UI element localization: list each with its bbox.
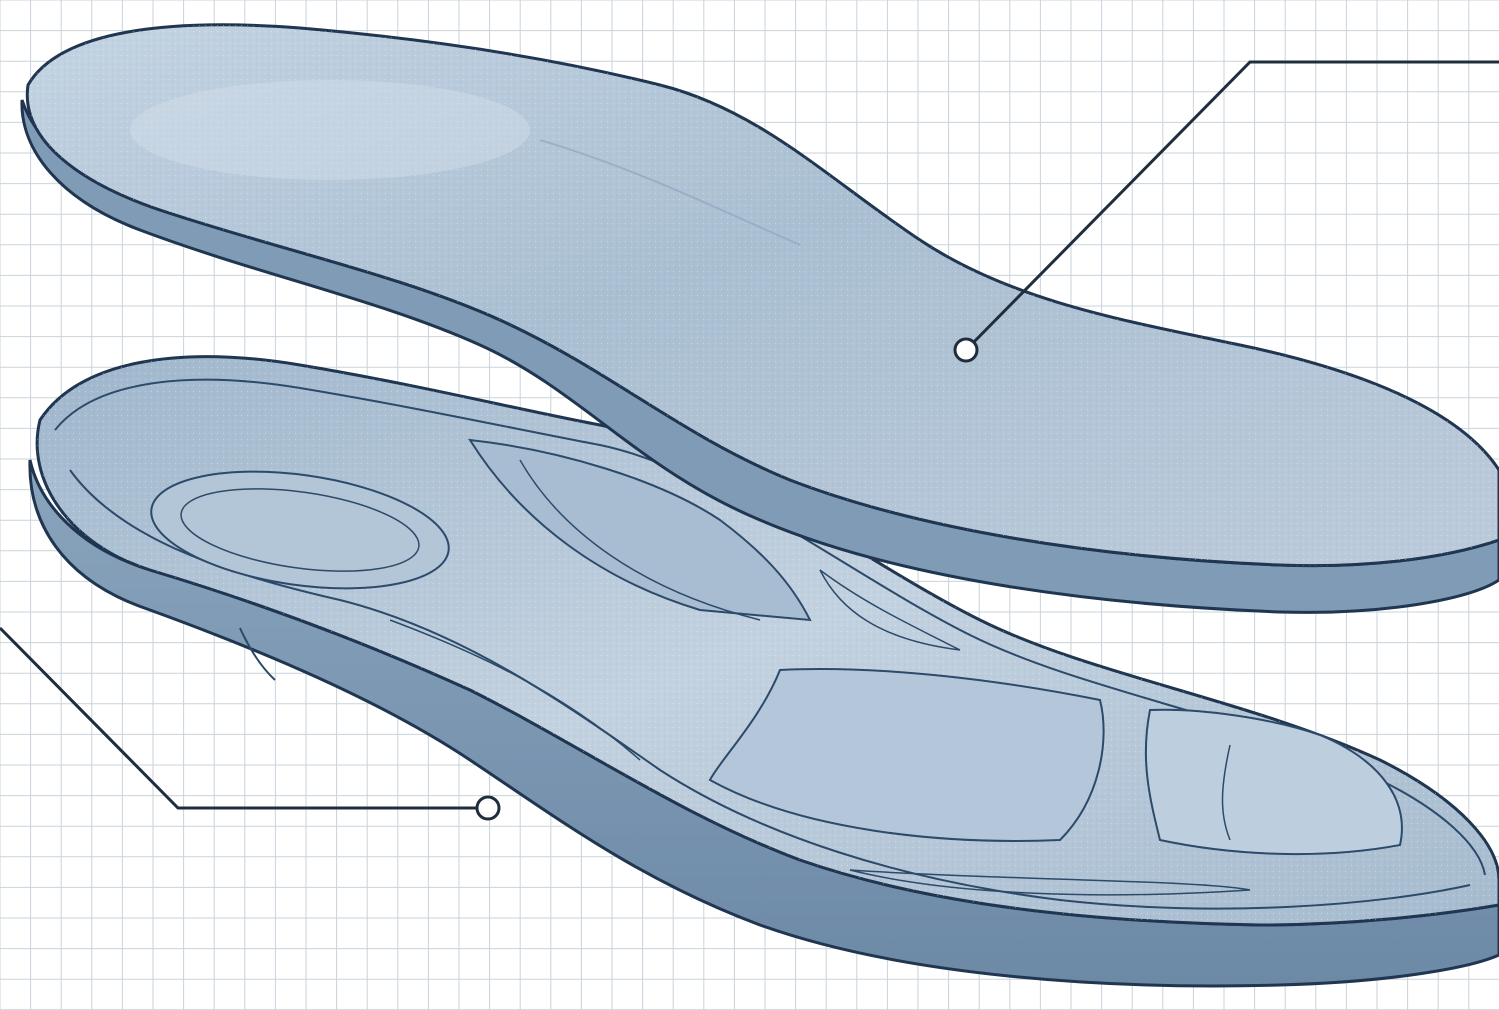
callout-top-layer-anchor: [955, 339, 977, 361]
toe-zone: [1146, 710, 1402, 854]
callout-bottom-shell-anchor: [477, 797, 499, 819]
